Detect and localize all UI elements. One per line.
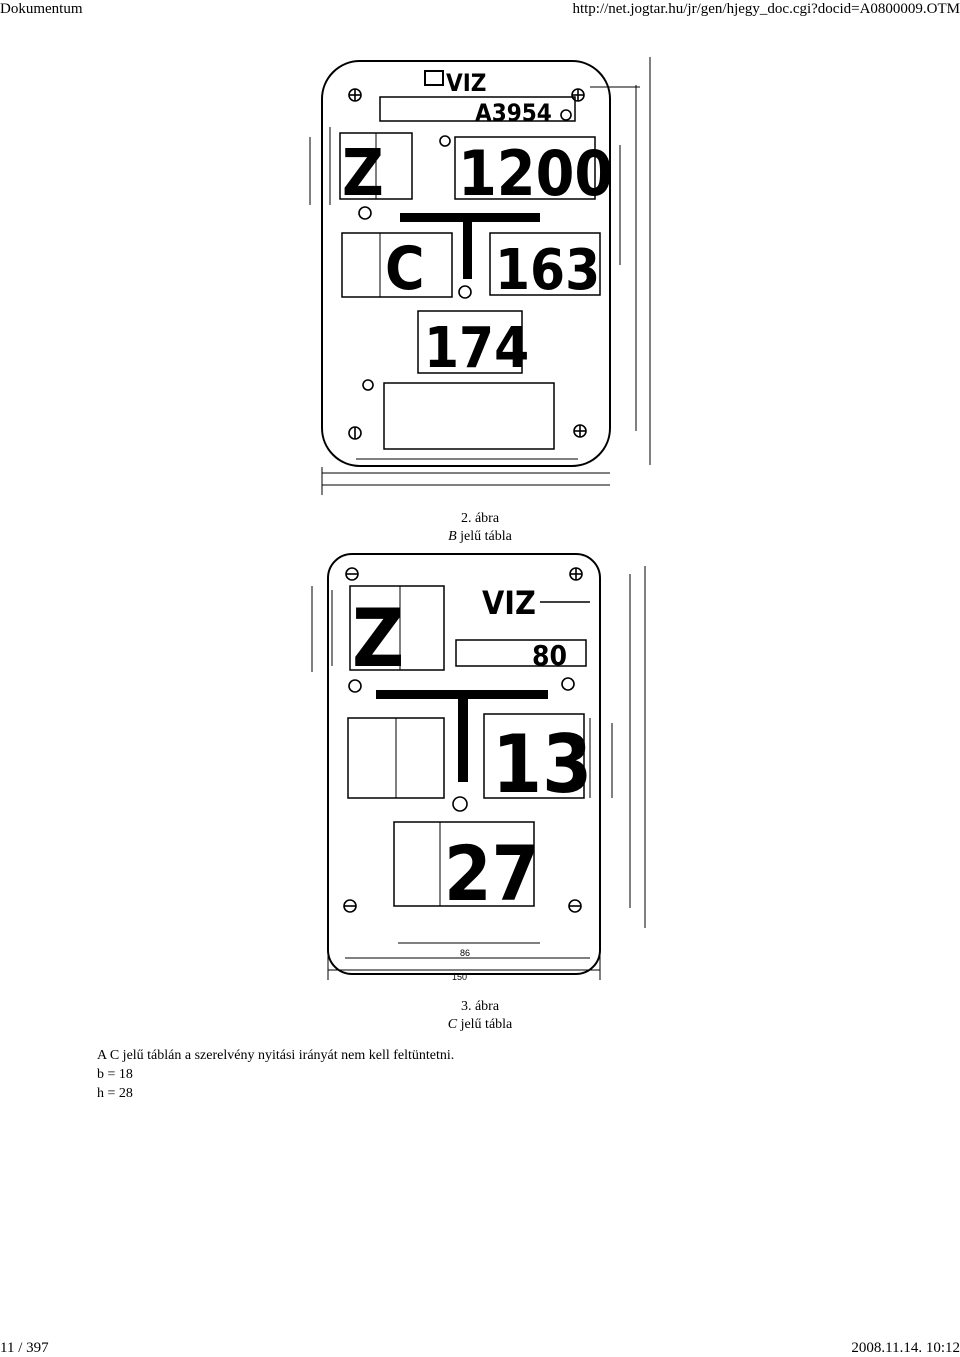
- z-label: Z: [342, 137, 384, 211]
- c-label: C: [385, 234, 425, 304]
- viz-label: VIZ: [446, 69, 486, 97]
- code-label: A3954: [475, 99, 552, 127]
- number-174: 174: [424, 316, 529, 381]
- figure-2-letter: B: [448, 529, 457, 544]
- header-document-label: Dokumentum: [0, 1, 83, 17]
- figure-b-sign: VIZ A3954 Z 1200 C 163 174: [300, 55, 670, 500]
- figure-3-caption-text: jelű tábla: [457, 1017, 513, 1032]
- note-line-2: b = 18: [97, 1067, 133, 1082]
- figure-2-caption: 2. ábra B jelű tábla: [330, 510, 630, 546]
- figure-2-number: 2. ábra: [460, 511, 500, 526]
- number-27: 27: [444, 829, 539, 918]
- number-80: 80: [532, 639, 567, 672]
- footer-page-number: 11 / 397: [0, 1340, 49, 1356]
- dimension-150: 150: [452, 972, 467, 982]
- note-line-1: A C jelű táblán a szerelvény nyitási irá…: [97, 1048, 455, 1063]
- figure-3-caption: 3. ábra C jelű tábla: [330, 998, 630, 1034]
- figure-2-caption-text: jelű tábla: [456, 529, 512, 544]
- footer-date: 2008.11.14. 10:12: [851, 1340, 960, 1356]
- number-13: 13: [492, 718, 592, 811]
- figure-c-sign: Z VIZ 80 13 27 86 150: [300, 548, 660, 988]
- header-url[interactable]: http://net.jogtar.hu/jr/gen/hjegy_doc.cg…: [572, 1, 960, 17]
- note-block: A C jelű táblán a szerelvény nyitási irá…: [97, 1046, 454, 1103]
- z-label: Z: [352, 592, 404, 685]
- viz-label: VIZ: [482, 584, 536, 622]
- number-1200: 1200: [458, 137, 613, 210]
- figure-3-letter: C: [447, 1017, 458, 1032]
- dimension-86: 86: [460, 948, 470, 958]
- number-163: 163: [495, 238, 600, 303]
- note-line-3: h = 28: [97, 1086, 133, 1101]
- figure-3-number: 3. ábra: [460, 999, 500, 1014]
